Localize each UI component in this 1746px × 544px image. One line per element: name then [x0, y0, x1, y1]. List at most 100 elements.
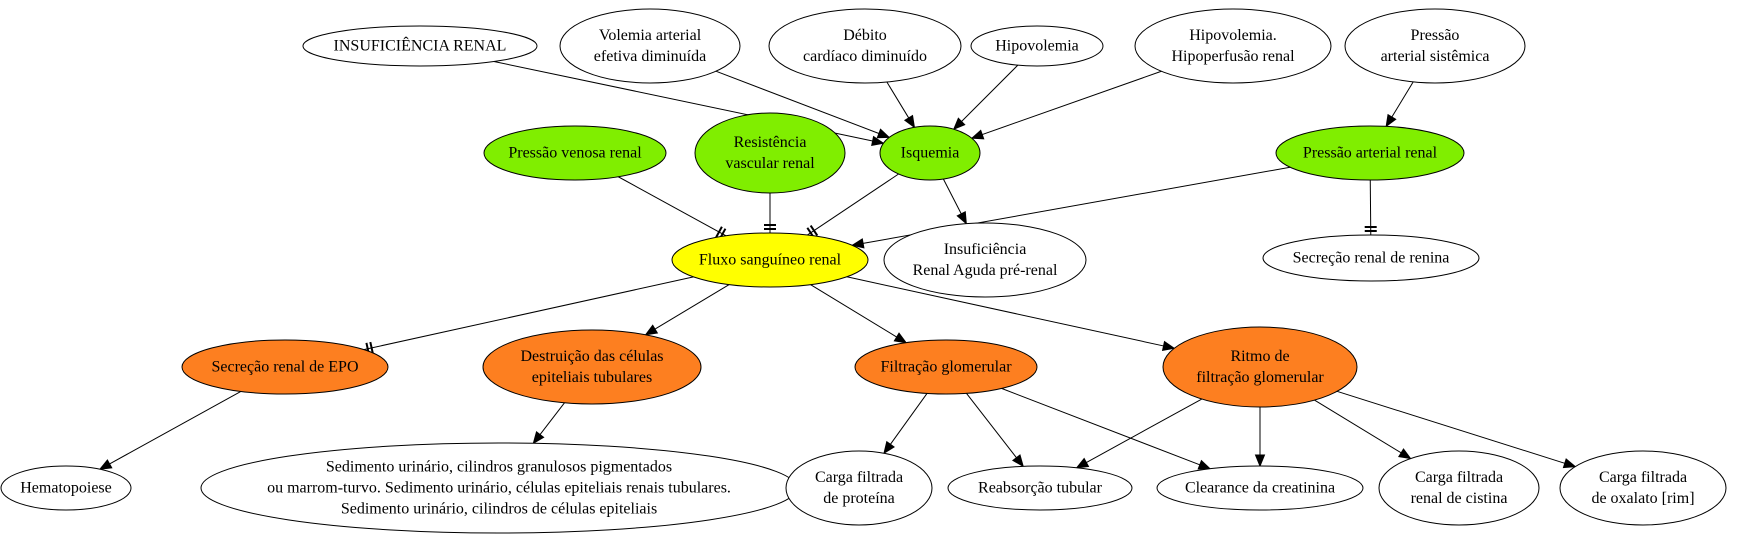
node-label: Sedimento urinário, cilindros de células…: [341, 501, 657, 518]
node-hipovolemia-hipoperfusao: Hipovolemia.Hipoperfusão renal: [1134, 8, 1332, 84]
node-ellipse: [879, 125, 981, 181]
node-label: cardíaco diminuído: [803, 48, 927, 65]
edge-line: [539, 402, 565, 435]
node-label: Hematopoiese: [20, 480, 112, 497]
edge-line: [966, 393, 1017, 458]
arrow-head: [644, 324, 659, 336]
node-ellipse: [854, 339, 1038, 395]
node-label: Hipovolemia.: [1189, 27, 1277, 44]
node-label: de oxalato [rim]: [1591, 490, 1694, 507]
node-label: Isquemia: [901, 145, 960, 162]
edge-line: [618, 176, 727, 237]
edge-fluxo-to-ritmo: [846, 276, 1176, 351]
node-label: Filtração glomerular: [880, 359, 1012, 376]
edge-line: [109, 390, 242, 465]
node-label: Carga filtrada: [1599, 469, 1687, 486]
node-label: Débito: [843, 27, 887, 44]
edge-ritmo-to-clearance: [1254, 407, 1266, 468]
edge-epo-to-hematopoiese: [98, 390, 242, 470]
node-label: Pressão arterial renal: [1303, 145, 1438, 162]
node-ellipse: [768, 8, 962, 84]
arrow-head: [956, 211, 967, 225]
node-label: Clearance da creatinina: [1185, 480, 1335, 497]
node-label: filtração glomerular: [1196, 369, 1324, 386]
edge-pressao-arterial-renal-to-renina: [1364, 179, 1377, 236]
edge-isquemia-to-ira-prerenal: [942, 178, 967, 225]
node-clearance: Clearance da creatinina: [1156, 465, 1364, 511]
arrow-head: [1197, 459, 1212, 470]
edge-line: [654, 284, 730, 330]
edge-line: [1086, 398, 1203, 463]
node-ellipse: [694, 112, 846, 194]
edge-destruicao-to-sedimento: [532, 402, 565, 445]
arrow-head: [1254, 454, 1266, 468]
node-label: Renal Aguda pré-renal: [913, 262, 1058, 279]
tee-head-bar: [809, 225, 819, 237]
node-ellipse: [947, 465, 1133, 511]
node-ellipse: [1275, 125, 1465, 181]
arrow-head: [893, 332, 908, 344]
edge-line: [810, 284, 897, 338]
edge-fluxo-to-filtracao: [810, 284, 908, 344]
edge-hipovolemia-hipoperfusao-to-isquemia: [970, 70, 1162, 140]
node-carga-oxalato: Carga filtrada de oxalato [rim]: [1559, 450, 1727, 526]
edge-isquemia-to-fluxo: [806, 173, 899, 239]
node-label: Carga filtrada: [1415, 469, 1503, 486]
node-renina: Secreção renal de renina: [1262, 234, 1480, 282]
edge-line: [1391, 81, 1414, 118]
edge-line: [886, 81, 910, 119]
node-ellipse: [1378, 450, 1540, 526]
edge-ritmo-to-carga-oxalato: [1336, 390, 1577, 469]
node-ellipse: [1162, 326, 1358, 408]
node-pressao-venosa: Pressão venosa renal: [483, 125, 667, 181]
edge-line: [363, 276, 694, 351]
node-label: Volemia arterial: [599, 27, 702, 44]
node-label: Hipovolemia: [995, 38, 1079, 55]
node-ellipse: [559, 8, 741, 84]
arrow-head: [850, 238, 865, 249]
node-hematopoiese: Hematopoiese: [0, 465, 132, 511]
arrow-head: [1161, 340, 1176, 351]
node-label: renal de cistina: [1411, 490, 1508, 507]
edge-line: [1369, 179, 1372, 236]
node-ellipse: [970, 25, 1104, 67]
edge-line: [890, 393, 928, 445]
arrow-head: [1075, 457, 1090, 469]
edge-debito-to-isquemia: [886, 81, 916, 129]
arrow-head: [98, 459, 113, 470]
node-pressao-arterial-renal: Pressão arterial renal: [1275, 125, 1465, 181]
node-label: vascular renal: [725, 155, 815, 172]
arrow-head: [1398, 448, 1412, 460]
arrow-head: [871, 135, 885, 146]
node-label: Insuficiência: [944, 241, 1027, 258]
arrow-head: [532, 430, 545, 445]
node-debito: Débito cardíaco diminuído: [768, 8, 962, 84]
edge-volemia-to-isquemia: [715, 70, 891, 139]
arrow-head: [903, 114, 916, 129]
node-label: Destruição das células: [520, 348, 663, 365]
node-ellipse: [883, 222, 1087, 298]
arrow-head: [1011, 454, 1025, 468]
arrow-head: [952, 117, 966, 131]
edges-layer: [98, 61, 1577, 470]
arrow-head: [970, 129, 985, 140]
edge-filtracao-to-carga-proteina: [883, 393, 928, 455]
node-label: Secreção renal de renina: [1293, 250, 1450, 267]
edge-ritmo-to-reabsorcao: [1075, 398, 1203, 469]
node-ellipse: [302, 25, 538, 67]
edge-filtracao-to-clearance: [1001, 387, 1212, 470]
node-label: Carga filtrada: [815, 469, 903, 486]
edge-line: [961, 64, 1019, 122]
node-label: Sedimento urinário, cilindros granulosos…: [326, 459, 672, 476]
edge-fluxo-to-destruicao: [644, 284, 730, 336]
node-label: Secreção renal de EPO: [211, 359, 358, 376]
edge-line: [715, 70, 880, 134]
tee-head-bar: [715, 226, 723, 238]
arrow-head: [883, 440, 895, 455]
edge-resistencia-to-fluxo: [764, 193, 776, 233]
